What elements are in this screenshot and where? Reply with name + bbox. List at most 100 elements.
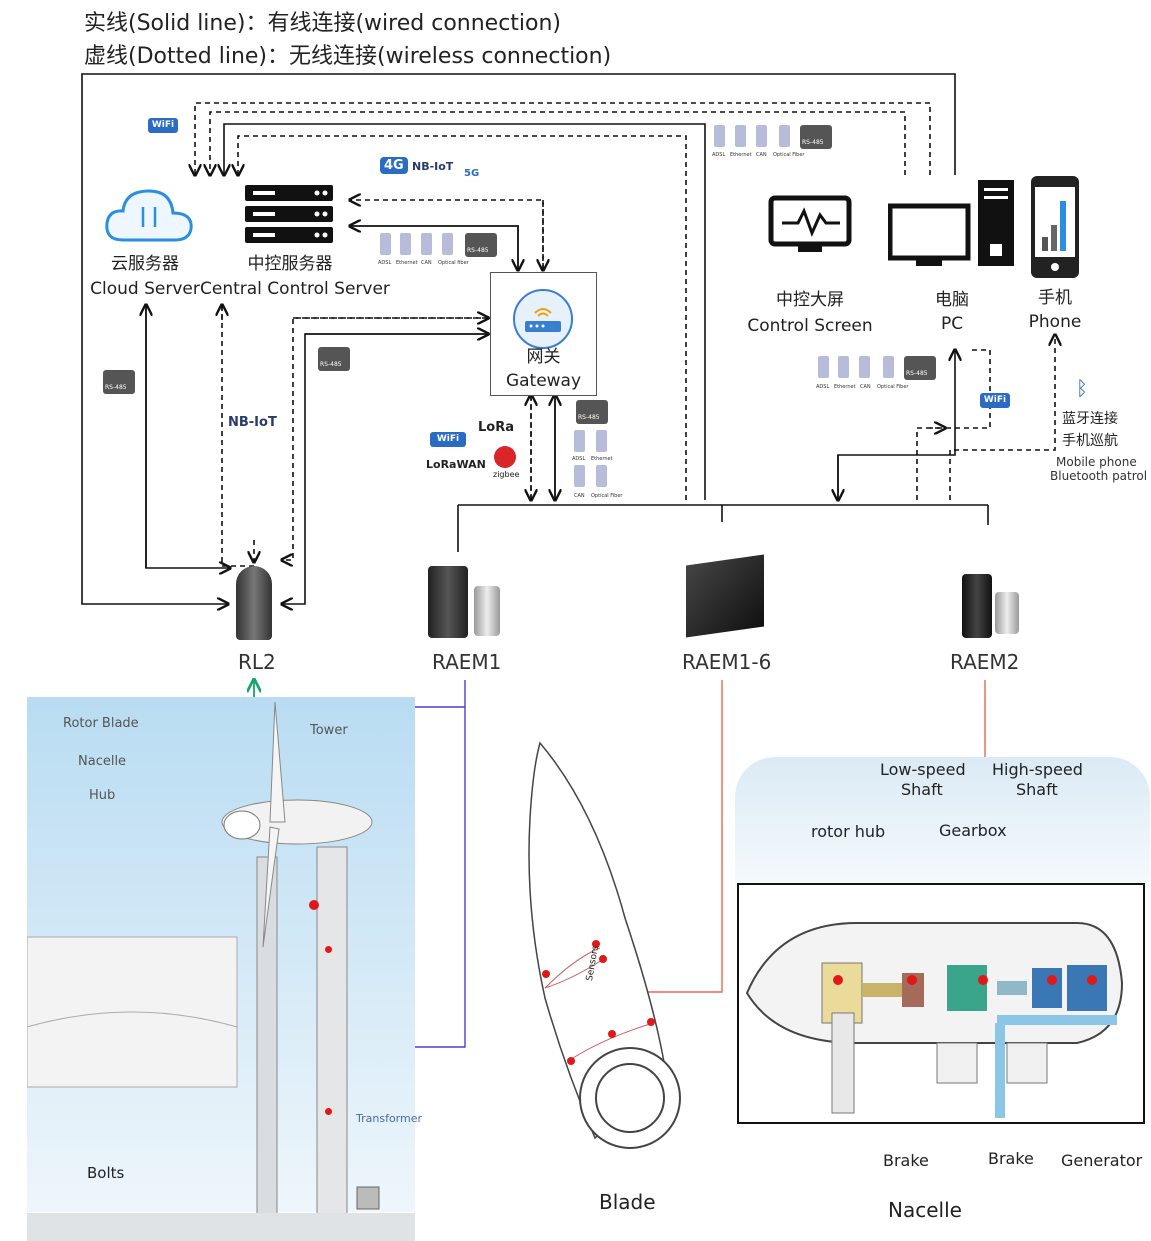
raem2-sensor	[995, 592, 1019, 634]
sensor-dot	[608, 1030, 616, 1038]
can-label-top: CAN	[756, 152, 767, 158]
rs485-badge-pc: RS-485	[904, 356, 936, 380]
blade-caption: Blade	[599, 1190, 656, 1214]
sensor-dot	[592, 940, 600, 948]
sensor-dot	[325, 1108, 332, 1115]
rotor-blade-label: Rotor Blade	[63, 716, 139, 731]
rs485-badge-rl2: RS-485	[318, 347, 350, 371]
transformer-label: Transformer	[356, 1112, 423, 1125]
gearbox-label: Gearbox	[939, 821, 1007, 840]
central-server-label-en: Central Control Server	[200, 279, 390, 299]
phone-icon	[1031, 176, 1079, 278]
brake-label-2: Brake	[988, 1149, 1034, 1168]
control-screen-label-cn: 中控大屏	[776, 290, 844, 310]
rotor-hub-label: rotor hub	[811, 822, 886, 841]
sensor-dot	[567, 1057, 575, 1065]
4g-badge: 4G	[380, 157, 408, 174]
sensor-dot	[978, 975, 988, 985]
rs485-badge-top: RS-485	[800, 125, 832, 149]
bluetooth-cn-2: 手机巡航	[1062, 433, 1118, 449]
nacelle-caption: Nacelle	[888, 1198, 962, 1222]
ethernet-label-top: Ethernet	[730, 152, 752, 158]
phone-label-cn: 手机	[1038, 288, 1072, 308]
bluetooth-en-1: Mobile phone	[1056, 455, 1137, 469]
pc-label-en: PC	[940, 314, 964, 334]
bluetooth-icon: ᛒ	[1076, 376, 1088, 400]
legend-dotted: 虚线(Dotted line)：无线连接(wireless connection…	[84, 44, 612, 69]
router-icon	[513, 289, 573, 349]
sensor-dot	[325, 946, 332, 953]
pc-icon	[888, 180, 1014, 266]
cloud-icon	[105, 189, 193, 242]
raem16-device	[686, 554, 764, 638]
sensor-dot	[647, 1018, 655, 1026]
low-speed-label-1: Low-speed	[880, 760, 966, 779]
nacelle-illustration	[745, 922, 1124, 1118]
high-speed-label-1: High-speed	[992, 760, 1083, 779]
sensor-dot	[309, 900, 319, 910]
tower-label: Tower	[310, 723, 348, 738]
rs485-badge-cloud: RS-485	[103, 370, 135, 394]
sensor-dot	[1047, 975, 1057, 985]
gateway-box: 网关 Gateway	[490, 272, 597, 396]
adsl-label-pc: ADSL	[816, 384, 830, 390]
hub-label: Hub	[89, 788, 116, 803]
control-screen-label-en: Control Screen	[747, 316, 873, 336]
rl2-label: RL2	[238, 650, 276, 674]
raem1-device	[428, 566, 468, 638]
zigbee-icon	[494, 446, 516, 468]
sensor-dot	[907, 975, 917, 985]
nbiot-badge-top: NB-IoT	[412, 160, 454, 173]
low-speed-label-2: Shaft	[901, 780, 943, 799]
sensor-dot	[599, 955, 607, 963]
gateway-label-cn: 网关	[526, 347, 561, 367]
rs485-badge-central: RS-485	[465, 233, 497, 257]
sensor-dot	[833, 975, 843, 985]
wifi-badge-pc: WiFi	[980, 393, 1010, 408]
fiber-label-gw: Optical Fiber	[591, 493, 623, 499]
gateway-label-en: Gateway	[505, 371, 582, 391]
nacelle-label: Nacelle	[78, 754, 127, 769]
raem16-label: RAEM1-6	[682, 650, 772, 674]
brake-label-1: Brake	[883, 1151, 929, 1170]
generator-label: Generator	[1061, 1151, 1143, 1170]
pc-label-cn: 电脑	[935, 290, 969, 310]
sensor-dot	[542, 970, 550, 978]
raem2-device	[962, 574, 992, 638]
nbiot-badge: NB-IoT	[228, 415, 277, 430]
fiber-label-top: Optical Fiber	[773, 152, 805, 158]
server-icon	[245, 185, 333, 243]
bluetooth-en-2: Bluetooth patrol	[1050, 469, 1148, 483]
lorawan-badge: LoRaWAN	[426, 458, 486, 471]
high-speed-label-2: Shaft	[1016, 780, 1058, 799]
bluetooth-cn-1: 蓝牙连接	[1062, 411, 1118, 427]
fiber-label-central: Optical fiber	[438, 260, 469, 266]
legend-solid: 实线(Solid line)：有线连接(wired connection)	[84, 11, 562, 36]
wifi-badge: WiFi	[148, 118, 178, 133]
5g-badge: 5G	[464, 168, 480, 179]
can-label-central: CAN	[421, 260, 432, 266]
adsl-label-gw: ADSL	[572, 456, 586, 462]
ethernet-label-central: Ethernet	[396, 260, 418, 266]
monitor-icon	[768, 195, 852, 252]
rl2-device	[236, 566, 272, 640]
sensor-dot	[1087, 975, 1097, 985]
adsl-label-central: ADSL	[378, 260, 392, 266]
lora-badge: LoRa	[478, 420, 514, 435]
ethernet-label-pc: Ethernet	[834, 384, 856, 390]
cloud-server-label-en: Cloud Server	[90, 279, 200, 299]
link-pc-rl2	[81, 73, 956, 604]
bolts-label: Bolts	[87, 1164, 125, 1182]
ethernet-label-gw: Ethernet	[591, 456, 613, 462]
can-label-pc: CAN	[860, 384, 871, 390]
turbine-illustration	[27, 701, 415, 1241]
raem1-sensor	[474, 586, 500, 636]
rs485-badge-gateway: RS-485	[576, 400, 608, 424]
nacelle-sky	[735, 757, 1150, 887]
cloud-server-label-cn: 云服务器	[111, 254, 179, 274]
adsl-label-top: ADSL	[712, 152, 726, 158]
zigbee-badge: zigbee	[493, 470, 520, 479]
raem2-label: RAEM2	[950, 650, 1020, 674]
raem1-label: RAEM1	[432, 650, 502, 674]
phone-label-en: Phone	[1028, 312, 1082, 332]
